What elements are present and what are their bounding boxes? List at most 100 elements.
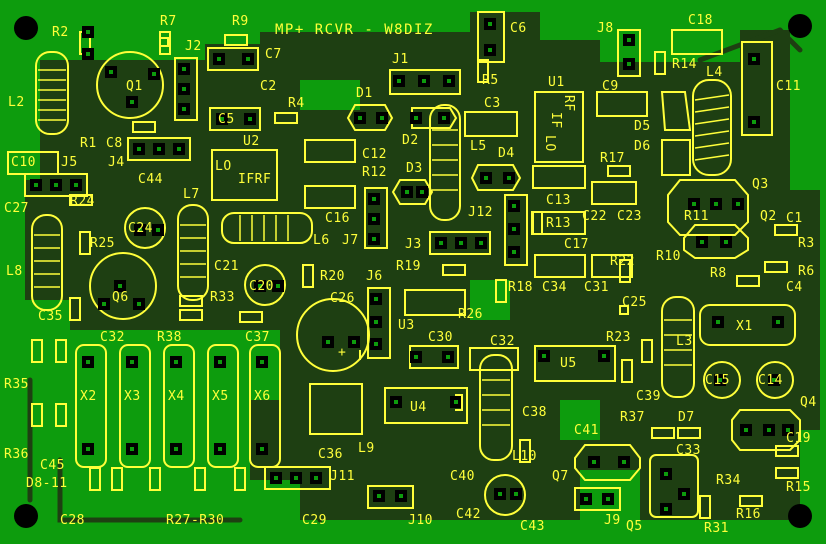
label-q3: Q3: [752, 177, 769, 192]
label-j12: J12: [468, 205, 493, 220]
label-r1: R1: [80, 136, 97, 151]
q3-outline: [667, 179, 749, 236]
j11-outline: [264, 466, 331, 490]
label-c19: C19: [786, 431, 811, 446]
l8-outline: [31, 214, 63, 311]
label-x2: X2: [80, 389, 97, 404]
j6-outline: [367, 287, 391, 359]
label-c14: C14: [758, 373, 783, 388]
label-c37: C37: [245, 330, 270, 345]
label-r34: R34: [716, 473, 741, 488]
label-d2: D2: [402, 133, 419, 148]
c5-outline: [209, 107, 261, 131]
mounting-holes: [14, 14, 812, 528]
j8-outline: [617, 29, 641, 77]
u1-outline: [534, 91, 584, 163]
label-c39: C39: [636, 389, 661, 404]
label-q6: Q6: [112, 290, 129, 305]
c12-outline: [304, 139, 356, 163]
label-c7: C7: [265, 47, 282, 62]
label-c38: C38: [522, 405, 547, 420]
d5-outline: [660, 91, 692, 131]
c20-outline: [244, 264, 286, 306]
label-c18: C18: [688, 13, 713, 28]
label-c12: C12: [362, 147, 387, 162]
label-u2-ifrf: IFRF: [238, 172, 272, 187]
c22-outline: [591, 181, 637, 205]
x1-outline: [699, 304, 796, 346]
label-c9: C9: [602, 79, 619, 94]
label-c1: C1: [786, 211, 803, 226]
c11-outline: [741, 41, 773, 136]
label-l5: L5: [470, 139, 487, 154]
label-j7: J7: [342, 233, 359, 248]
q5-outline: [649, 454, 699, 518]
label-r38: R38: [157, 330, 182, 345]
label-d5: D5: [634, 119, 651, 134]
label-c24: C24: [128, 221, 153, 236]
q2-outline: [683, 224, 749, 259]
c34-outline: [534, 254, 586, 278]
label-l10: L10: [512, 449, 537, 464]
j3-outline: [429, 231, 491, 255]
label-u1: U1: [548, 75, 565, 90]
board-title: MP+ RCVR - W8DIZ: [275, 22, 434, 38]
label-r16: R16: [736, 507, 761, 522]
label-c23: C23: [617, 209, 642, 224]
label-r5: R5: [482, 73, 499, 88]
label-l9: L9: [358, 441, 375, 456]
label-l6: L6: [313, 233, 330, 248]
label-c36: C36: [318, 447, 343, 462]
label-c33: C33: [676, 443, 701, 458]
label-c13: C13: [546, 193, 571, 208]
label-r25: R25: [90, 236, 115, 251]
label-u4: U4: [410, 400, 427, 415]
label-c22: C22: [582, 209, 607, 224]
label-d7: D7: [678, 410, 695, 425]
label-q2: Q2: [760, 209, 777, 224]
label-r18: R18: [508, 280, 533, 295]
label-c25: C25: [622, 295, 647, 310]
j4-outline: [127, 137, 191, 161]
j2-outline: [174, 57, 198, 121]
label-u2: U2: [243, 134, 260, 149]
label-j5: J5: [61, 155, 78, 170]
u2-outline: [211, 149, 278, 201]
x5-outline: [207, 344, 239, 468]
label-r13: R13: [546, 216, 571, 231]
traces: [27, 27, 803, 523]
label-c41: C41: [574, 423, 599, 438]
label-d8-11: D8-11: [26, 476, 68, 491]
label-u3: U3: [398, 318, 415, 333]
l3-outline: [661, 296, 695, 398]
c31-outline: [591, 254, 633, 278]
label-c28: C28: [60, 513, 85, 528]
label-c32-b: C32: [490, 334, 515, 349]
j5-outline: [24, 173, 88, 197]
label-x6: X6: [254, 389, 271, 404]
label-u1-lo: LO: [542, 135, 557, 152]
label-d4: D4: [498, 146, 515, 161]
label-l2: L2: [8, 95, 25, 110]
label-u1-rf: RF: [561, 95, 576, 112]
c14-outline: [756, 361, 794, 399]
label-r27-r30: R27-R30: [166, 513, 225, 528]
label-r2: R2: [52, 25, 69, 40]
c18-outline: [671, 29, 723, 55]
label-c43: C43: [520, 519, 545, 534]
label-c26: C26: [330, 291, 355, 306]
c24-outline: [124, 207, 166, 249]
x3-outline: [119, 344, 151, 468]
label-c17: C17: [564, 237, 589, 252]
label-c16: C16: [325, 211, 350, 226]
l6-outline: [221, 212, 313, 244]
label-j1: J1: [392, 52, 409, 67]
label-c4: C4: [786, 280, 803, 295]
label-c11: C11: [776, 79, 801, 94]
label-r8: R8: [710, 266, 727, 281]
label-r19: R19: [396, 259, 421, 274]
label-r24: R24: [70, 194, 95, 209]
label-c20: C20: [249, 279, 274, 294]
label-c27: C27: [4, 201, 29, 216]
label-q7: Q7: [552, 469, 569, 484]
